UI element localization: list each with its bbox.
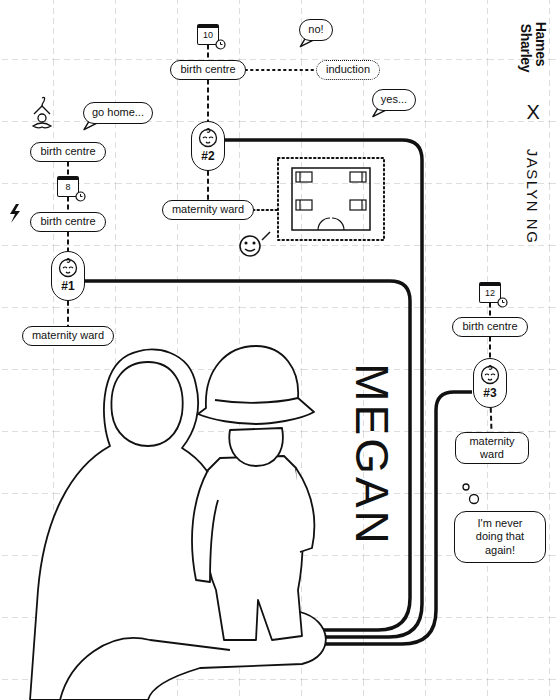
node-text: birth centre xyxy=(462,320,517,333)
node-text: induction xyxy=(326,63,370,76)
artist-name: JASLYN NG xyxy=(525,148,540,244)
person-name: MEGAN xyxy=(349,363,395,547)
option-box: induction xyxy=(316,60,380,79)
baby-face xyxy=(57,256,79,278)
speech-bubble: no! xyxy=(299,19,332,40)
bolt-icon xyxy=(10,204,20,223)
smiley xyxy=(240,232,270,256)
connector xyxy=(490,408,493,432)
node-text: 8 xyxy=(58,183,78,192)
thought-trail xyxy=(463,484,479,504)
place-box: birth centre xyxy=(30,212,105,231)
mother-child-figure xyxy=(30,346,326,700)
node-text: 10 xyxy=(198,31,218,40)
collab-mark: X xyxy=(527,102,540,122)
node-text: no! xyxy=(308,23,323,36)
hanger-icon xyxy=(33,97,51,127)
ward-plan xyxy=(253,158,384,240)
calendar-icon: 12 xyxy=(479,282,501,303)
baby-node: #1 xyxy=(51,251,85,300)
calendar-icon: 8 xyxy=(57,176,79,197)
connector xyxy=(207,171,209,201)
connector xyxy=(489,303,491,318)
connector xyxy=(67,197,69,213)
place-box: maternity ward xyxy=(162,200,254,219)
place-box: birth centre xyxy=(452,317,527,336)
connector xyxy=(67,232,69,252)
clock-icon xyxy=(215,39,226,50)
node-text: #2 xyxy=(192,149,224,163)
speech-bubble: yes... xyxy=(372,89,416,110)
connector xyxy=(67,301,69,327)
connector xyxy=(67,162,69,176)
node-text: yes... xyxy=(381,93,407,106)
node-text: maternity ward xyxy=(172,203,244,216)
baby-node: #2 xyxy=(191,121,225,170)
baby-node: #3 xyxy=(473,358,507,407)
place-box: birth centre xyxy=(30,142,105,161)
node-text: #3 xyxy=(474,386,506,400)
node-text: I'm never doing that again! xyxy=(463,517,537,557)
speech-bubble: go home... xyxy=(83,102,153,123)
node-text: #1 xyxy=(52,279,84,293)
node-text: 12 xyxy=(480,289,500,298)
node-text: go home... xyxy=(92,106,144,119)
node-text: birth centre xyxy=(180,63,235,76)
clock-icon xyxy=(497,297,508,308)
connector xyxy=(489,337,491,359)
clock-icon xyxy=(75,191,86,202)
baby-face xyxy=(479,363,501,385)
connector xyxy=(246,69,316,71)
thought-bubble: I'm never doing that again! xyxy=(454,511,546,563)
node-text: maternity ward xyxy=(462,435,522,461)
calendar-icon: 10 xyxy=(197,24,219,45)
place-box: birth centre xyxy=(170,60,245,79)
brand-logo: Hames xyxy=(534,22,548,66)
place-box: maternity ward xyxy=(455,432,529,464)
connector xyxy=(207,80,209,122)
brand-logo: Sharley xyxy=(519,24,533,73)
baby-face xyxy=(197,126,219,148)
connector xyxy=(207,45,209,61)
place-box: maternity ward xyxy=(22,326,114,345)
node-text: birth centre xyxy=(40,215,95,228)
node-text: maternity ward xyxy=(32,329,104,342)
node-text: birth centre xyxy=(40,145,95,158)
